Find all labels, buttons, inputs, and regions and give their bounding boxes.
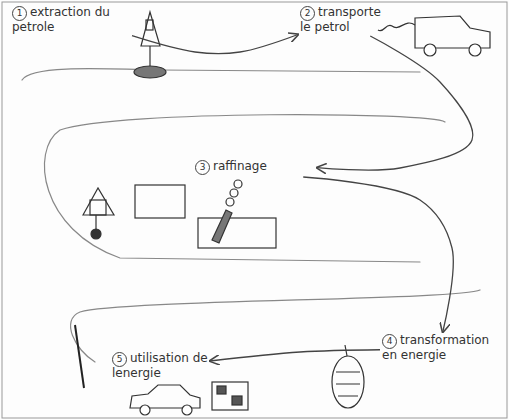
path-band <box>44 115 445 262</box>
step-label: raffinage <box>213 159 267 173</box>
car-body <box>130 385 200 408</box>
step-label: transformation en energie <box>382 333 489 362</box>
refinery <box>83 180 276 248</box>
car <box>130 385 200 415</box>
refinery-building <box>198 218 276 248</box>
path-band <box>22 69 420 80</box>
truck <box>378 16 490 56</box>
power-unit <box>332 345 364 408</box>
refinery-tank <box>90 200 106 215</box>
derrick-window <box>146 20 153 30</box>
refinery-valve <box>91 229 101 239</box>
flow-arrow <box>132 34 298 53</box>
stage-label: 3raffinage <box>195 160 315 175</box>
smoke <box>230 189 238 197</box>
stage-label: 5utilisation de lenergie <box>112 352 208 380</box>
derrick-pipe <box>149 46 150 66</box>
pole <box>75 325 84 388</box>
oil-pocket <box>134 66 166 78</box>
step-label: utilisation de lenergie <box>112 351 208 380</box>
smoke <box>234 180 242 188</box>
flow-arrow <box>210 350 380 361</box>
chimney <box>212 210 232 243</box>
power-pod <box>332 356 364 408</box>
step-number: 5 <box>112 352 127 367</box>
flow-arrow <box>317 36 473 170</box>
truck-wheel <box>424 44 436 56</box>
car-wheel <box>182 405 192 415</box>
step-label: transporte le petrol <box>300 5 381 34</box>
snake-path <box>22 69 480 362</box>
truck-hose <box>378 23 415 31</box>
step-number: 1 <box>12 6 27 21</box>
oil-derrick <box>134 12 166 78</box>
machine-part <box>217 386 226 394</box>
derrick-body <box>141 12 160 46</box>
machine-part <box>232 396 242 405</box>
machine-body <box>212 382 248 410</box>
power-wire <box>345 345 347 356</box>
smoke <box>226 198 234 206</box>
step-number: 3 <box>195 160 210 175</box>
refinery-pipe <box>95 215 96 230</box>
flow-arrow <box>303 177 453 332</box>
machine <box>212 382 248 410</box>
stage-label: 1extraction du petrole <box>12 6 130 34</box>
step-number: 2 <box>300 6 315 21</box>
power-pod-lines <box>336 372 360 396</box>
stage-label: 2transporte le petrol <box>300 6 392 34</box>
truck-body <box>415 16 490 48</box>
car-wheel <box>140 405 150 415</box>
refinery-building <box>135 185 185 218</box>
stage-label: 4transformation en energie <box>382 334 500 362</box>
step-label: extraction du petrole <box>12 5 110 34</box>
refinery-tower <box>83 188 114 215</box>
truck-wheel <box>469 44 481 56</box>
step-number: 4 <box>382 334 397 349</box>
